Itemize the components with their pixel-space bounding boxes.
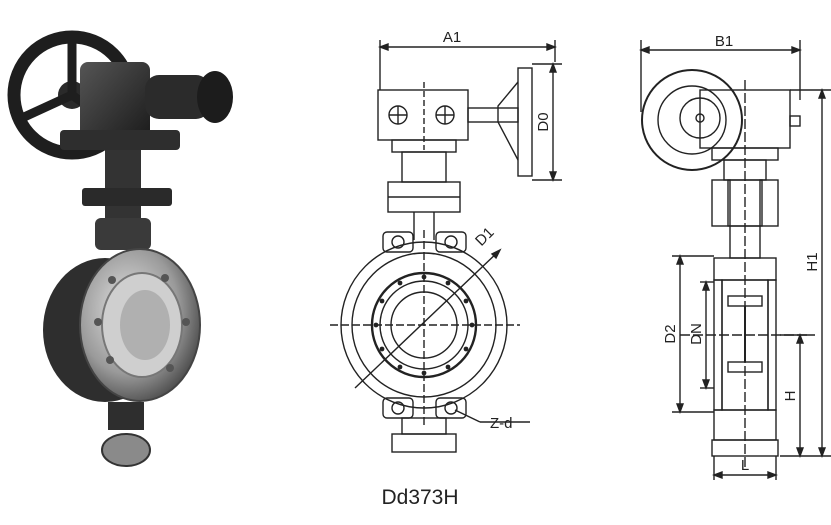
valve-neck-icon	[82, 150, 172, 250]
label-dn: DN	[688, 323, 705, 345]
label-h: H	[782, 391, 799, 402]
bottom-cap-icon	[101, 402, 151, 467]
side-view	[639, 40, 831, 480]
label-z-d: Z-d	[490, 415, 513, 432]
label-d0: D0	[535, 112, 552, 131]
label-b1: B1	[715, 33, 733, 50]
front-view	[330, 40, 562, 453]
label-h1: H1	[804, 252, 821, 271]
valve-photo	[7, 30, 233, 467]
label-a1: A1	[443, 29, 461, 46]
gearbox-icon	[60, 62, 233, 150]
figure-caption: Dd373H	[381, 486, 459, 509]
label-d2: D2	[662, 324, 679, 343]
label-d1: D1	[472, 224, 498, 250]
valve-body-icon	[43, 248, 201, 402]
label-l: L	[741, 457, 749, 474]
bolt-holes	[373, 274, 475, 376]
